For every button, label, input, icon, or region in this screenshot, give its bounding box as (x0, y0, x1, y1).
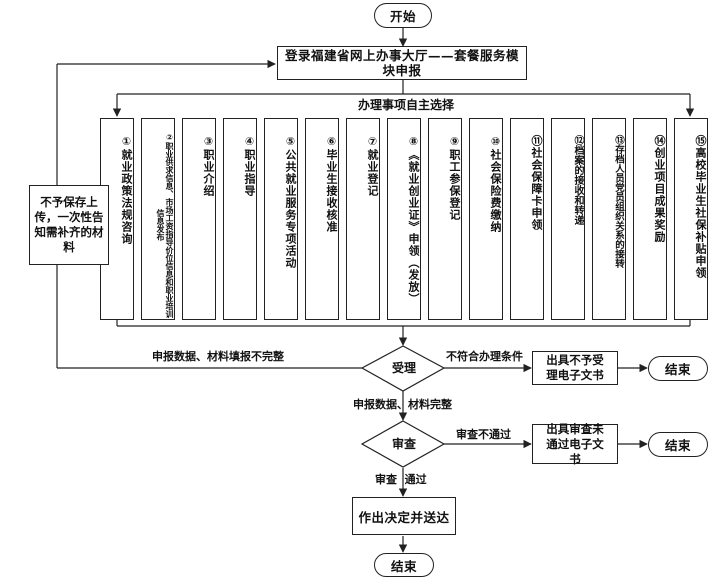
list-item[interactable]: ⑨职工参保登记 (428, 118, 462, 320)
item-label: ⑪社会保障卡申领 (530, 135, 543, 231)
reject-doc-box: 出具不予受理电子文书 (532, 351, 618, 385)
end-node-1: 结束 (648, 356, 708, 381)
end-label-2: 结束 (664, 438, 691, 453)
item-label: ③职业介绍 (202, 135, 215, 197)
end-node-3: 结束 (374, 553, 434, 577)
incomplete-label: 申报数据、材料填报不完整 (152, 350, 284, 363)
list-item[interactable]: ⑩社会保险费缴纳 (469, 118, 503, 320)
complete-label: 申报数据、材料完整 (353, 398, 452, 411)
item-label: ④职业指导 (243, 135, 256, 197)
item-label: ⑬存档人员党员组织关系的接转 (613, 135, 624, 268)
review-label: 审查 (392, 437, 417, 451)
end-node-2: 结束 (648, 432, 708, 457)
review-fail-doc-box: 出具审查未通过电子文书 (532, 421, 618, 466)
login-label: 登录福建省网上办事大厅——套餐服务模块申报 (284, 48, 519, 78)
list-item[interactable]: ⑧《就业创业证》申领（发放） (387, 118, 421, 320)
review-diamond (360, 420, 446, 468)
item-label: ⑩社会保险费缴纳 (489, 135, 502, 233)
item-label: ⑭创业项目成果奖励 (653, 135, 666, 243)
item-label: ⑥毕业生接收核准 (325, 135, 338, 233)
item-label: ⑮高校毕业生社保补贴申领 (694, 135, 707, 279)
accept-diamond (360, 345, 446, 392)
item-label: ⑫档案的接收和转递 (572, 135, 583, 225)
list-item[interactable]: ③职业介绍 (182, 118, 216, 320)
list-item[interactable]: ②职业供求信息、市场工资指导价位信息和职业培训信息发布 (141, 118, 175, 320)
accept-label: 受理 (392, 361, 417, 375)
not-meet-label: 不符合办理条件 (446, 350, 523, 363)
list-item[interactable]: ⑭创业项目成果奖励 (633, 118, 667, 320)
start-node: 开始 (374, 3, 432, 28)
list-item[interactable]: ④职业指导 (223, 118, 257, 320)
review-fail-label: 审查不通过 (456, 428, 511, 441)
start-label: 开始 (389, 9, 416, 24)
reject-doc-label: 出具不予受理电子文书 (546, 353, 604, 382)
decision-box: 作出决定并送达 (352, 497, 456, 535)
list-item[interactable]: ⑬存档人员党员组织关系的接转 (592, 118, 626, 320)
end-label-3: 结束 (390, 558, 417, 574)
side-notice-label: 不予保存上传，一次性告知需补齐的材料 (34, 195, 104, 254)
item-label: ①就业政策法规咨询 (120, 135, 133, 245)
item-label: ⑦就业登记 (366, 135, 379, 197)
item-label: ⑨职工参保登记 (448, 135, 461, 221)
item-label: ⑤公共就业服务专项活动 (284, 135, 297, 269)
decision-label: 作出决定并送达 (358, 509, 450, 525)
list-item[interactable]: ⑫档案的接收和转递 (551, 118, 585, 320)
login-box: 登录福建省网上办事大厅——套餐服务模块申报 (277, 46, 527, 80)
side-notice-box: 不予保存上传，一次性告知需补齐的材料 (29, 185, 109, 265)
item-label: ⑧《就业创业证》申领（发放） (407, 135, 420, 305)
list-item[interactable]: ⑥毕业生接收核准 (305, 118, 339, 320)
list-item[interactable]: ⑦就业登记 (346, 118, 380, 320)
item-label: ②职业供求信息、市场工资指导价位信息和职业培训信息发布 (156, 132, 174, 318)
review-fail-doc-label: 出具审查未通过电子文书 (546, 421, 604, 466)
review-pass-label: 审查 通过 (375, 473, 427, 486)
choose-label: 办理事项自主选择 (358, 98, 455, 112)
list-item[interactable]: ⑤公共就业服务专项活动 (264, 118, 298, 320)
end-label-1: 结束 (664, 362, 691, 377)
list-item[interactable]: ⑮高校毕业生社保补贴申领 (674, 118, 708, 320)
list-item[interactable]: ⑪社会保障卡申领 (510, 118, 544, 320)
